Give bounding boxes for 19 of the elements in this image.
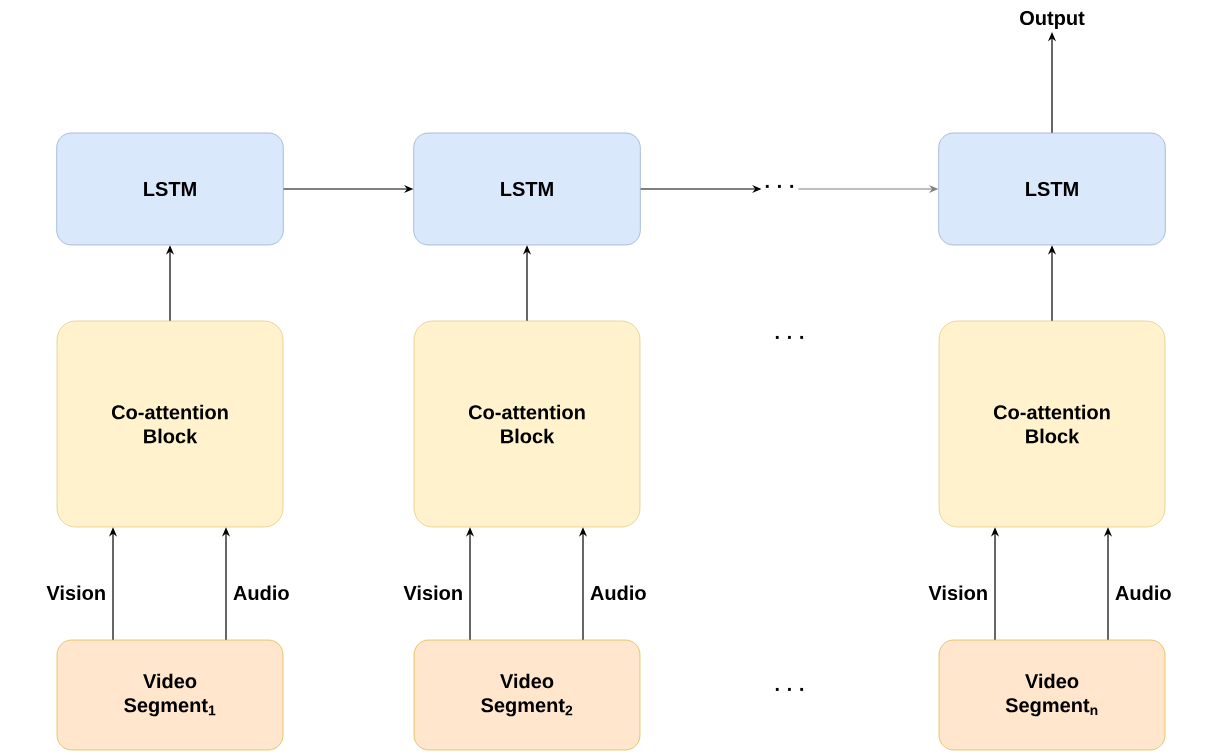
lstm-box: LSTM	[938, 132, 1166, 246]
ellipsis-text: · · ·	[765, 184, 794, 188]
ellipsis-text: · · ·	[775, 687, 804, 691]
ellipsis-text: · · ·	[775, 335, 804, 339]
edge-label: Audio	[590, 585, 646, 601]
edge-label: Audio	[233, 585, 289, 601]
edge-label: Vision	[928, 585, 987, 601]
video-segment-box: Video Segment$_{1}$	[56, 639, 284, 751]
lstm-box: LSTM	[56, 132, 284, 246]
co-attention-box: Co-attention Block	[413, 320, 641, 528]
lstm-box: LSTM	[413, 132, 641, 246]
co-attention-box: Co-attention Block	[938, 320, 1166, 528]
video-segment-box: Video Segment$_{n}$	[938, 639, 1166, 751]
edge-label: Vision	[46, 585, 105, 601]
output-text: Output	[1020, 10, 1085, 30]
co-attention-box: Co-attention Block	[56, 320, 284, 528]
video-segment-box: Video Segment$_{2}$	[413, 639, 641, 751]
edge-label: Audio	[1115, 585, 1171, 601]
edge-label: Vision	[403, 585, 462, 601]
